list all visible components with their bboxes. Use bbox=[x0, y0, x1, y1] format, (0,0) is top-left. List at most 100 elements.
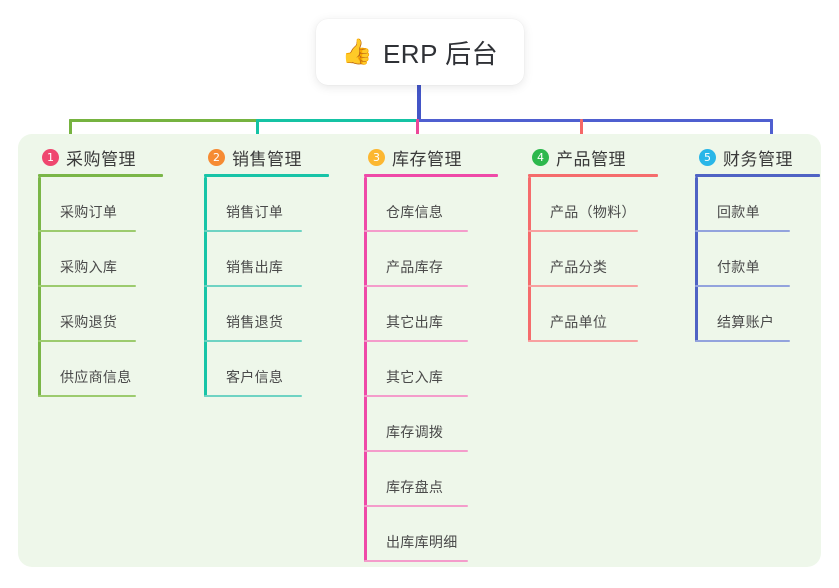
leaf-rule bbox=[204, 230, 302, 232]
column-header-4[interactable]: 5 财务管理 bbox=[695, 140, 839, 174]
leaf-rule bbox=[204, 395, 302, 397]
leaf-label: 回款单 bbox=[717, 204, 760, 220]
leaf-rule bbox=[204, 340, 302, 342]
column-title: 库存管理 bbox=[392, 149, 462, 169]
leaf-item[interactable]: 库存调拨 bbox=[364, 397, 529, 452]
leaf-item[interactable]: 结算账户 bbox=[695, 287, 839, 342]
bar-segment-right bbox=[416, 119, 773, 122]
leaf-item[interactable]: 销售退货 bbox=[204, 287, 359, 342]
column-stem bbox=[364, 177, 367, 562]
leaf-item[interactable]: 供应商信息 bbox=[38, 342, 193, 397]
leaf-rule bbox=[364, 230, 468, 232]
leaf-label: 库存盘点 bbox=[386, 479, 444, 495]
column-stem bbox=[695, 177, 698, 342]
leaf-item[interactable]: 采购退货 bbox=[38, 287, 193, 342]
leaf-item[interactable]: 产品单位 bbox=[528, 287, 688, 342]
leaf-rule bbox=[695, 285, 790, 287]
column-body-3: 产品（物料） 产品分类产品单位 bbox=[528, 177, 688, 342]
leaf-rule bbox=[695, 230, 790, 232]
leaf-item[interactable]: 回款单 bbox=[695, 177, 839, 232]
thumbs-up-icon: 👍 bbox=[341, 37, 373, 66]
column-number-badge: 4 bbox=[532, 148, 549, 166]
leaf-label: 库存调拨 bbox=[386, 424, 444, 440]
mindmap-panel bbox=[18, 134, 821, 567]
leaf-rule bbox=[695, 340, 790, 342]
column-header-2[interactable]: 3 库存管理 bbox=[364, 140, 529, 174]
leaf-rule bbox=[38, 285, 136, 287]
leaf-label: 供应商信息 bbox=[60, 369, 132, 385]
leaf-label: 采购退货 bbox=[60, 314, 118, 330]
leaf-rule bbox=[38, 230, 136, 232]
column-stem bbox=[204, 177, 207, 397]
column-number-badge: 2 bbox=[208, 148, 225, 166]
leaf-rule bbox=[364, 505, 468, 507]
leaf-rule bbox=[364, 340, 468, 342]
leaf-label: 采购订单 bbox=[60, 204, 118, 220]
leaf-label: 付款单 bbox=[717, 259, 760, 275]
leaf-label: 产品库存 bbox=[386, 259, 444, 275]
column-title: 财务管理 bbox=[723, 149, 793, 169]
leaf-rule bbox=[364, 395, 468, 397]
column-header-rule bbox=[528, 174, 658, 177]
column-4: 5 财务管理回款单付款单结算账户 bbox=[695, 140, 839, 342]
leaf-item[interactable]: 采购入库 bbox=[38, 232, 193, 287]
leaf-label: 客户信息 bbox=[226, 369, 284, 385]
leaf-label: 其它入库 bbox=[386, 369, 444, 385]
column-title: 采购管理 bbox=[66, 149, 136, 169]
leaf-item[interactable]: 其它入库 bbox=[364, 342, 529, 397]
column-body-1: 销售订单销售出库销售退货客户信息 bbox=[204, 177, 359, 397]
leaf-label: 其它出库 bbox=[386, 314, 444, 330]
column-header-rule bbox=[695, 174, 820, 177]
column-body-4: 回款单付款单结算账户 bbox=[695, 177, 839, 342]
leaf-rule bbox=[364, 450, 468, 452]
leaf-label: 产品分类 bbox=[550, 259, 608, 275]
leaf-item[interactable]: 仓库信息 bbox=[364, 177, 529, 232]
leaf-label: 销售订单 bbox=[226, 204, 284, 220]
leaf-label: 仓库信息 bbox=[386, 204, 444, 220]
column-number-badge: 5 bbox=[699, 148, 716, 166]
column-header-rule bbox=[364, 174, 498, 177]
leaf-rule bbox=[204, 285, 302, 287]
leaf-item[interactable]: 库存盘点 bbox=[364, 452, 529, 507]
root-node-card[interactable]: 👍 ERP 后台 bbox=[316, 19, 524, 85]
leaf-rule bbox=[38, 340, 136, 342]
leaf-item[interactable]: 付款单 bbox=[695, 232, 839, 287]
leaf-rule bbox=[364, 285, 468, 287]
leaf-item[interactable]: 其它出库 bbox=[364, 287, 529, 342]
column-stem bbox=[38, 177, 41, 397]
leaf-item[interactable]: 产品库存 bbox=[364, 232, 529, 287]
leaf-rule bbox=[528, 230, 638, 232]
column-title: 产品管理 bbox=[556, 149, 626, 169]
column-body-0: 采购订单采购入库采购退货供应商信息 bbox=[38, 177, 193, 397]
leaf-label: 采购入库 bbox=[60, 259, 118, 275]
column-title: 销售管理 bbox=[232, 149, 302, 169]
column-3: 4 产品管理产品（物料） 产品分类产品单位 bbox=[528, 140, 688, 342]
column-number-badge: 1 bbox=[42, 148, 59, 166]
leaf-item[interactable]: 客户信息 bbox=[204, 342, 359, 397]
leaf-item[interactable]: 销售出库 bbox=[204, 232, 359, 287]
leaf-label: 结算账户 bbox=[717, 314, 775, 330]
leaf-rule bbox=[364, 560, 468, 562]
column-header-rule bbox=[38, 174, 163, 177]
column-header-0[interactable]: 1 采购管理 bbox=[38, 140, 193, 174]
column-header-rule bbox=[204, 174, 329, 177]
leaf-label: 销售退货 bbox=[226, 314, 284, 330]
trunk-line bbox=[417, 85, 421, 122]
bar-segment-sales bbox=[256, 119, 419, 122]
leaf-item[interactable]: 采购订单 bbox=[38, 177, 193, 232]
column-1: 2 销售管理销售订单销售出库销售退货客户信息 bbox=[204, 140, 359, 397]
leaf-rule bbox=[528, 285, 638, 287]
column-header-1[interactable]: 2 销售管理 bbox=[204, 140, 359, 174]
leaf-label: 产品单位 bbox=[550, 314, 608, 330]
bar-segment-purchasing bbox=[69, 119, 259, 122]
column-header-3[interactable]: 4 产品管理 bbox=[528, 140, 688, 174]
column-2: 3 库存管理仓库信息产品库存其它出库其它入库库存调拨库存盘点出库库明细 bbox=[364, 140, 529, 562]
column-0: 1 采购管理采购订单采购入库采购退货供应商信息 bbox=[38, 140, 193, 397]
leaf-rule bbox=[38, 395, 136, 397]
column-number-badge: 3 bbox=[368, 148, 385, 166]
leaf-item[interactable]: 出库库明细 bbox=[364, 507, 529, 562]
leaf-item[interactable]: 销售订单 bbox=[204, 177, 359, 232]
leaf-item[interactable]: 产品（物料） bbox=[528, 177, 688, 232]
leaf-item[interactable]: 产品分类 bbox=[528, 232, 688, 287]
leaf-label: 销售出库 bbox=[226, 259, 284, 275]
